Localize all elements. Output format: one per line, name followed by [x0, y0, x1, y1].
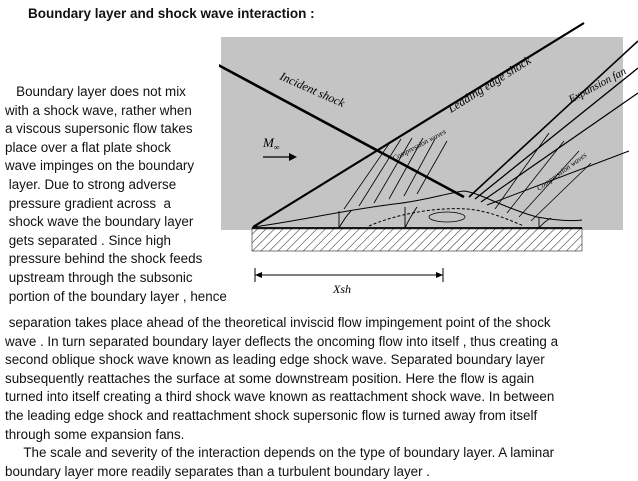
text-line: layer. Due to strong adverse [5, 176, 177, 192]
text-line: shock wave the boundary layer [5, 214, 194, 230]
text-line: second oblique shock wave known as leadi… [5, 352, 545, 368]
mach-label: M∞ [262, 135, 280, 152]
text-line: portion of the boundary layer , hence [5, 288, 227, 304]
xsh-label: Xsh [332, 282, 351, 296]
left-paragraph: Boundary layer does not mix with a shock… [5, 83, 227, 306]
body-paragraph: separation takes place ahead of the theo… [5, 314, 635, 481]
text-line: wave . In turn separated boundary layer … [5, 333, 559, 349]
text-line: with a shock wave, rather when [5, 102, 192, 118]
recirculation-arrow [428, 211, 466, 223]
leading-edge-shock-line [252, 22, 585, 228]
separation-bubble [368, 208, 525, 227]
text-line: place over a flat plate shock [5, 139, 171, 155]
expansion-line [480, 92, 638, 203]
expansion-line [486, 150, 630, 206]
text-line: turned into itself creating a third shoc… [5, 389, 555, 405]
expansion-line [468, 40, 638, 198]
flat-plate [252, 228, 582, 251]
compression-waves-fan [494, 132, 592, 222]
text-line: a viscous supersonic flow takes [5, 121, 193, 137]
text-line: subsequently reattaches the surface at s… [5, 370, 535, 386]
text-line: the leading edge shock and reattachment … [5, 407, 538, 423]
slide-title: Boundary layer and shock wave interactio… [28, 6, 315, 21]
text-line: pressure gradient across a [5, 195, 171, 211]
text-line: wave impinges on the boundary [5, 158, 195, 174]
boundary-layer-edge [252, 190, 583, 228]
text-line: separation takes place ahead of the theo… [5, 315, 551, 330]
velocity-profile [338, 206, 552, 229]
text-line: Boundary layer does not mix [5, 84, 186, 99]
text-line: gets separated . Since high [5, 232, 172, 248]
shock-interaction-diagram: Incident shock Leading edge shock Expans… [219, 21, 638, 308]
text-line: The scale and severity of the interactio… [5, 445, 555, 461]
text-line: pressure behind the shock feeds [5, 251, 203, 267]
incident-shock-line [219, 63, 465, 199]
text-line: boundary layer more readily separates th… [5, 463, 431, 479]
expansion-line [474, 67, 638, 200]
text-line: upstream through the subsonic [5, 269, 193, 285]
text-line: through some expansion fans. [5, 426, 185, 442]
compression-waves-fan [343, 137, 448, 210]
diagram-background [221, 37, 623, 230]
